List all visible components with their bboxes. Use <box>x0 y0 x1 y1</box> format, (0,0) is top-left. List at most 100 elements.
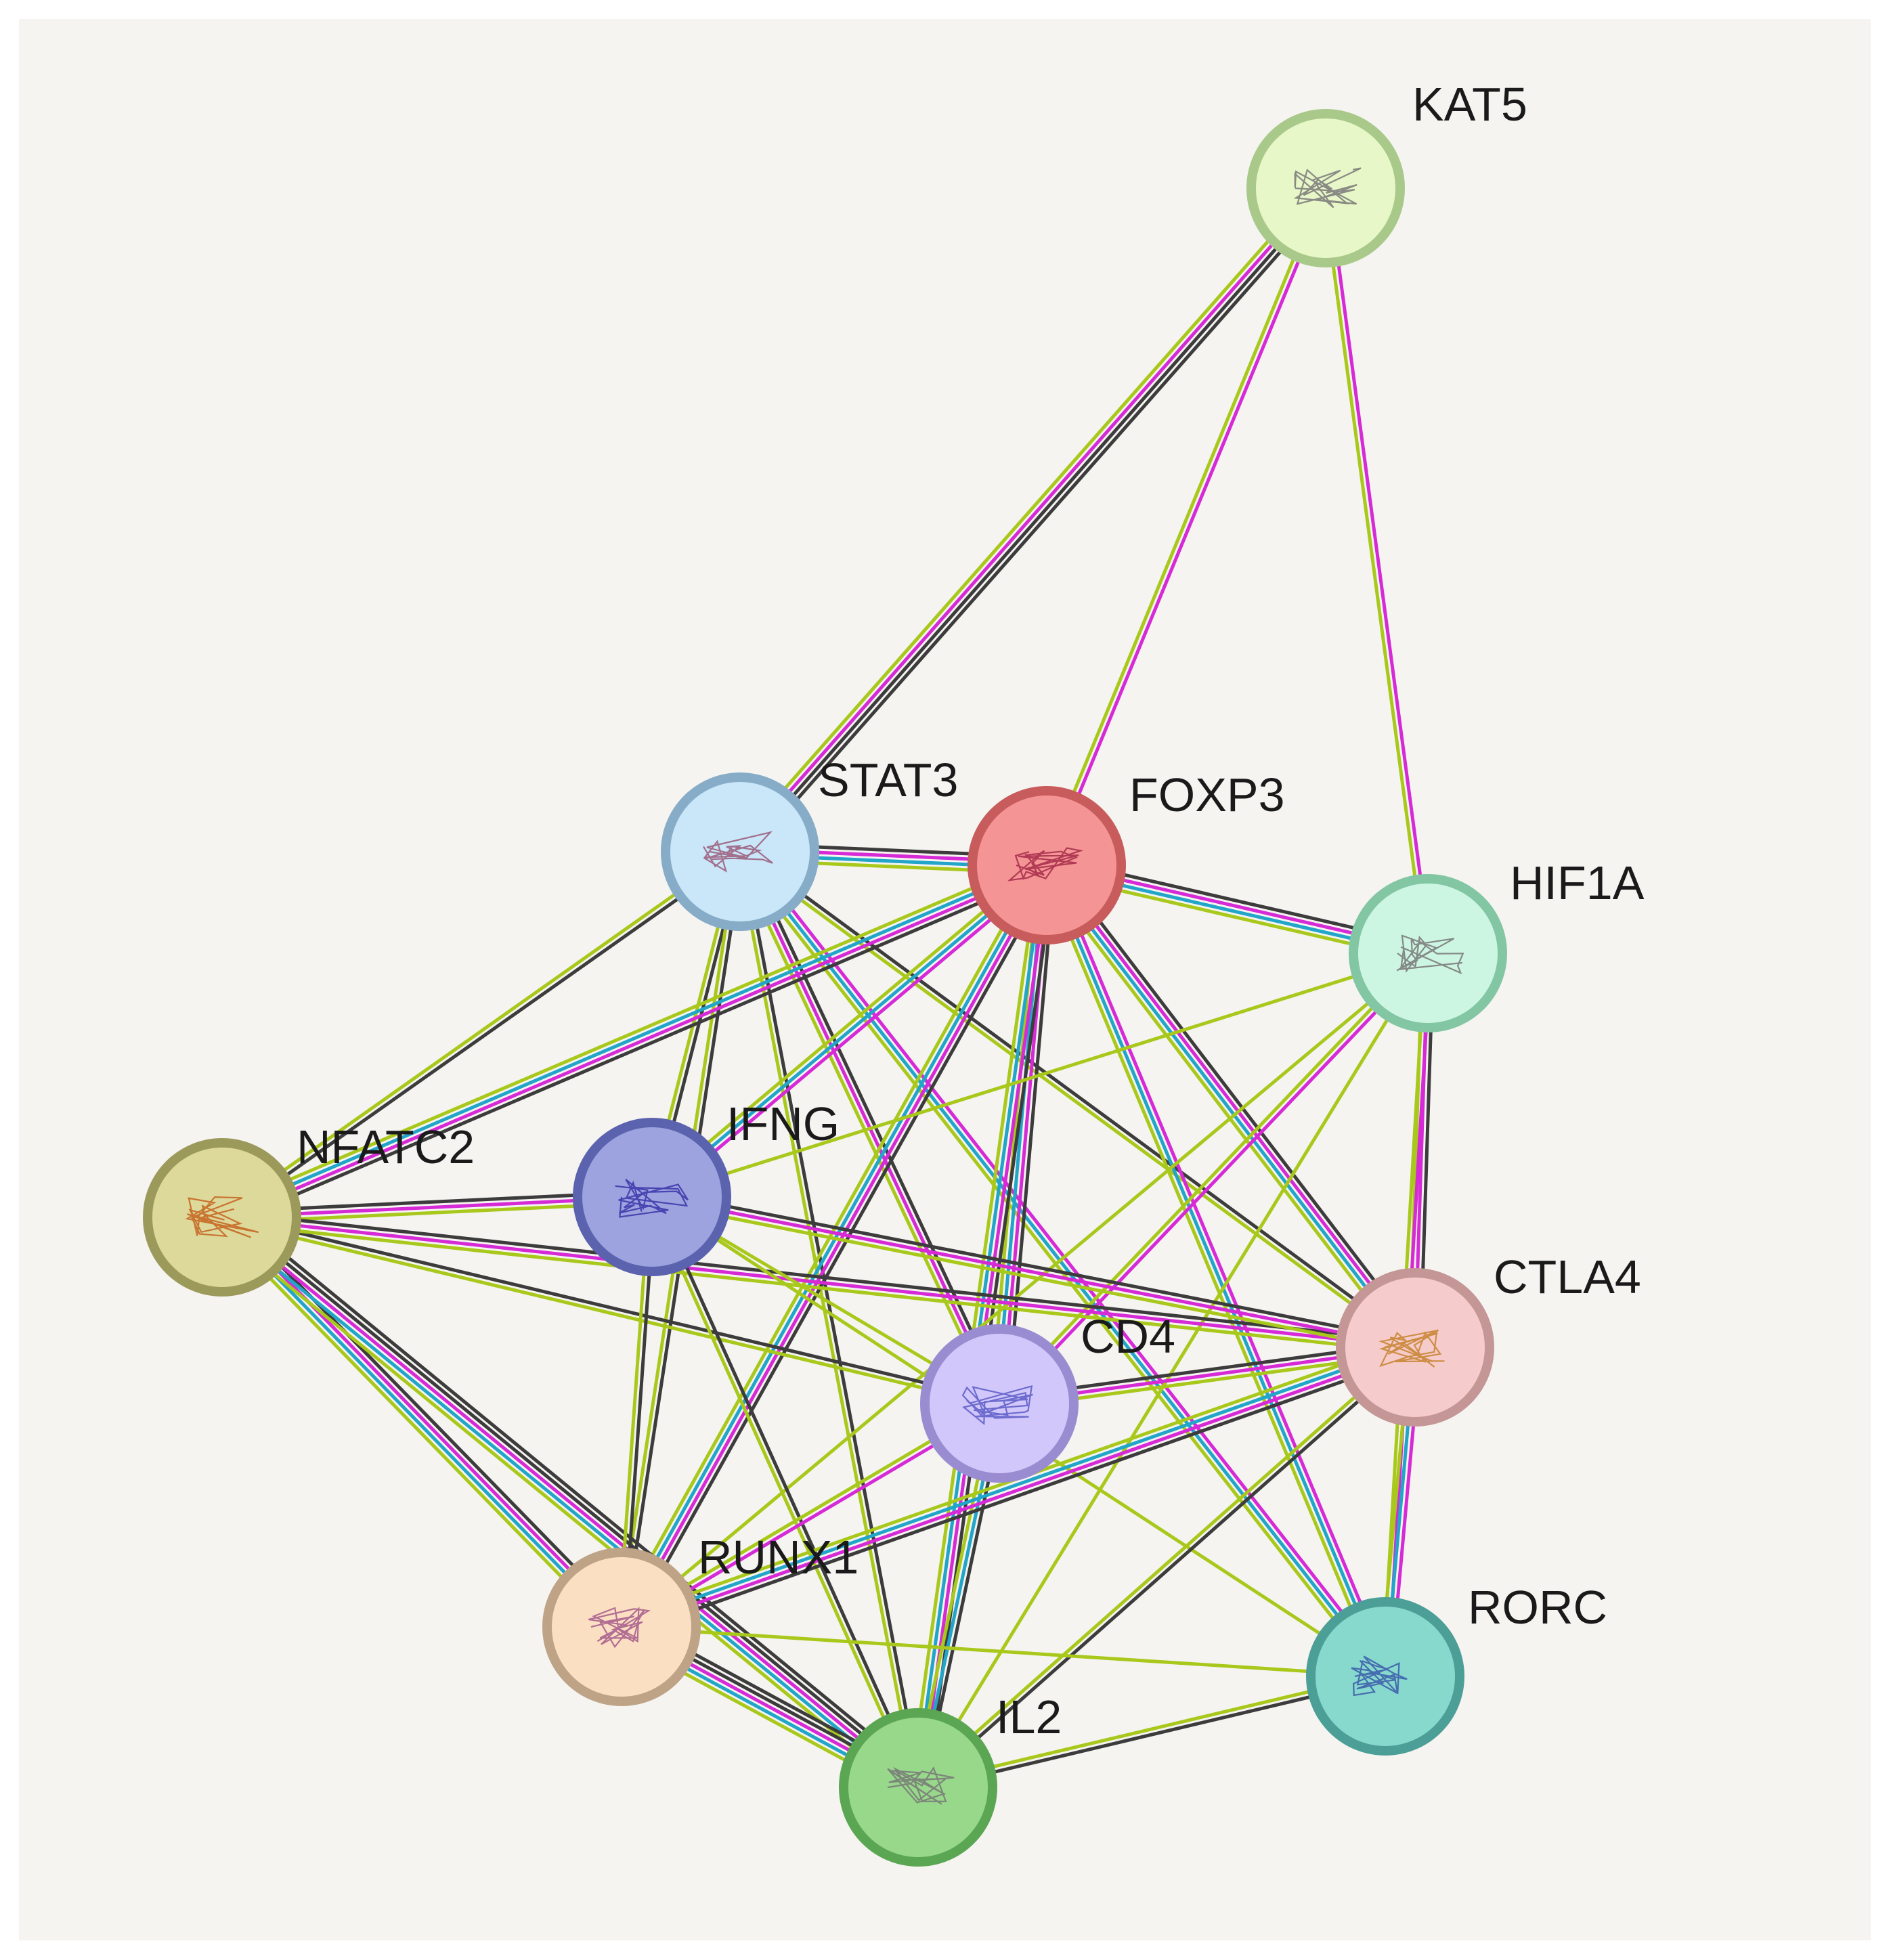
edge-channel-magenta <box>736 184 1326 852</box>
edge-stat3-ctla4[interactable] <box>737 848 1418 1351</box>
edge-channel-cyan <box>650 863 1049 1199</box>
protein-structure-icon <box>961 1385 1033 1425</box>
edge-nfatc2-il2[interactable] <box>213 1207 927 1798</box>
protein-structure-icon <box>887 1766 955 1805</box>
edge-channel-magenta <box>650 1195 1417 1349</box>
node-ctla4[interactable]: CTLA4 <box>1336 1250 1641 1427</box>
edge-kat5-stat3[interactable] <box>732 181 1334 859</box>
protein-structure-icon <box>1293 167 1362 209</box>
node-label: CTLA4 <box>1494 1250 1641 1303</box>
edge-foxp3-ifng[interactable] <box>647 859 1052 1203</box>
node-il2[interactable]: IL2 <box>839 1691 1062 1867</box>
node-runx1[interactable]: RUNX1 <box>542 1531 858 1706</box>
edge-stat3-il2[interactable] <box>735 849 923 1790</box>
protein-structure-icon <box>1378 1329 1445 1368</box>
edge-foxp3-rorc[interactable] <box>1040 861 1392 1680</box>
edge-channel-lime <box>737 852 1416 1351</box>
node-label: STAT3 <box>818 754 958 806</box>
edge-hif1a-runx1[interactable] <box>620 951 1430 1629</box>
node-label: NFATC2 <box>297 1120 475 1173</box>
edge-channel-black <box>622 1353 1420 1636</box>
edge-channel-magenta <box>653 867 1052 1203</box>
protein-structure-icon <box>1007 847 1084 881</box>
node-cd4[interactable]: CD4 <box>920 1310 1175 1483</box>
node-ifng[interactable]: IFNG <box>573 1097 840 1276</box>
edge-stat3-nfatc2[interactable] <box>219 848 743 1221</box>
edge-channel-magenta <box>622 865 1051 1630</box>
edge-channel-magenta <box>220 1215 1417 1349</box>
node-foxp3[interactable]: FOXP3 <box>968 768 1285 944</box>
node-circle[interactable] <box>839 1708 997 1867</box>
edge-channel-lime <box>1038 868 1410 1354</box>
node-circle[interactable] <box>968 786 1126 944</box>
node-label: CD4 <box>1081 1310 1175 1363</box>
edge-ifng-ctla4[interactable] <box>649 1190 1418 1355</box>
edge-channel-lime <box>916 951 1430 1789</box>
edge-channel-magenta <box>1047 862 1419 1348</box>
edge-channel-lime <box>915 1672 1387 1787</box>
edge-nfatc2-cd4[interactable] <box>219 1213 1002 1408</box>
edge-channel-black <box>1051 858 1424 1345</box>
edge-foxp3-nfatc2[interactable] <box>217 856 1052 1227</box>
node-circle[interactable] <box>920 1324 1079 1483</box>
edge-hif1a-cd4[interactable] <box>995 949 1432 1408</box>
edge-channel-magenta <box>1047 188 1330 869</box>
edge-channel-lime <box>1042 185 1325 866</box>
node-nfatc2[interactable]: NFATC2 <box>143 1120 475 1297</box>
edge-channel-black <box>626 867 1056 1633</box>
edge-channel-lime <box>620 951 1430 1629</box>
edge-ifng-il2[interactable] <box>647 1194 923 1791</box>
node-stat3[interactable]: STAT3 <box>661 754 958 931</box>
edge-foxp3-runx1[interactable] <box>613 859 1056 1633</box>
edge-kat5-foxp3[interactable] <box>1042 185 1330 869</box>
edge-channel-lime <box>995 949 1428 1403</box>
edge-channel-lime <box>732 181 1322 848</box>
node-hif1a[interactable]: HIF1A <box>1349 856 1645 1032</box>
edge-channel-cyan <box>738 850 1387 1678</box>
edge-channel-magenta <box>221 866 1050 1222</box>
edge-kat5-hif1a[interactable] <box>1321 186 1433 956</box>
edge-channel-black <box>1005 864 1057 1406</box>
edge-channel-cyan <box>617 862 1047 1628</box>
edge-channel-black <box>917 1677 1388 1792</box>
edge-channel-black <box>221 852 743 1221</box>
edge-channel-lime <box>735 850 917 1790</box>
node-circle[interactable] <box>573 1118 731 1276</box>
node-rorc[interactable]: RORC <box>1306 1581 1607 1756</box>
edge-channel-black <box>221 1210 1418 1344</box>
edge-channel-cyan <box>218 1217 622 1631</box>
node-label: KAT5 <box>1412 78 1527 131</box>
edge-hif1a-ifng[interactable] <box>650 951 1430 1199</box>
node-circle[interactable] <box>661 772 819 931</box>
edge-hif1a-il2[interactable] <box>916 951 1430 1789</box>
protein-structure-icon <box>1351 1655 1408 1697</box>
node-label: RORC <box>1468 1581 1607 1634</box>
edge-channel-lime <box>1040 865 1383 1680</box>
edge-channel-lime <box>734 853 1383 1682</box>
edge-nfatc2-runx1[interactable] <box>214 1210 630 1634</box>
edge-channel-cyan <box>217 1219 917 1793</box>
edge-channel-lime <box>217 856 1045 1212</box>
edge-channel-lime <box>219 1218 1001 1408</box>
node-label: RUNX1 <box>698 1531 858 1584</box>
edge-nfatc2-ctla4[interactable] <box>219 1210 1418 1355</box>
edge-channel-black <box>221 1213 1002 1403</box>
protein-structure-icon <box>588 1607 651 1649</box>
protein-structure-icon <box>615 1179 689 1218</box>
edge-stat3-rorc[interactable] <box>734 846 1391 1682</box>
edge-foxp3-ctla4[interactable] <box>1038 858 1424 1354</box>
edge-channel-lime <box>213 1223 913 1798</box>
node-kat5[interactable]: KAT5 <box>1246 78 1527 267</box>
edge-ctla4-runx1[interactable] <box>617 1338 1420 1636</box>
edge-rorc-il2[interactable] <box>915 1672 1388 1792</box>
edge-channel-cyan <box>1043 865 1415 1351</box>
edge-channel-black <box>743 848 1006 1403</box>
edge-runx1-rorc[interactable] <box>620 1625 1387 1678</box>
node-circle[interactable] <box>143 1138 301 1297</box>
node-label: IFNG <box>726 1097 840 1150</box>
edge-channel-magenta <box>742 846 1391 1675</box>
edge-ctla4-il2[interactable] <box>914 1343 1419 1791</box>
edge-channel-black <box>744 192 1334 859</box>
